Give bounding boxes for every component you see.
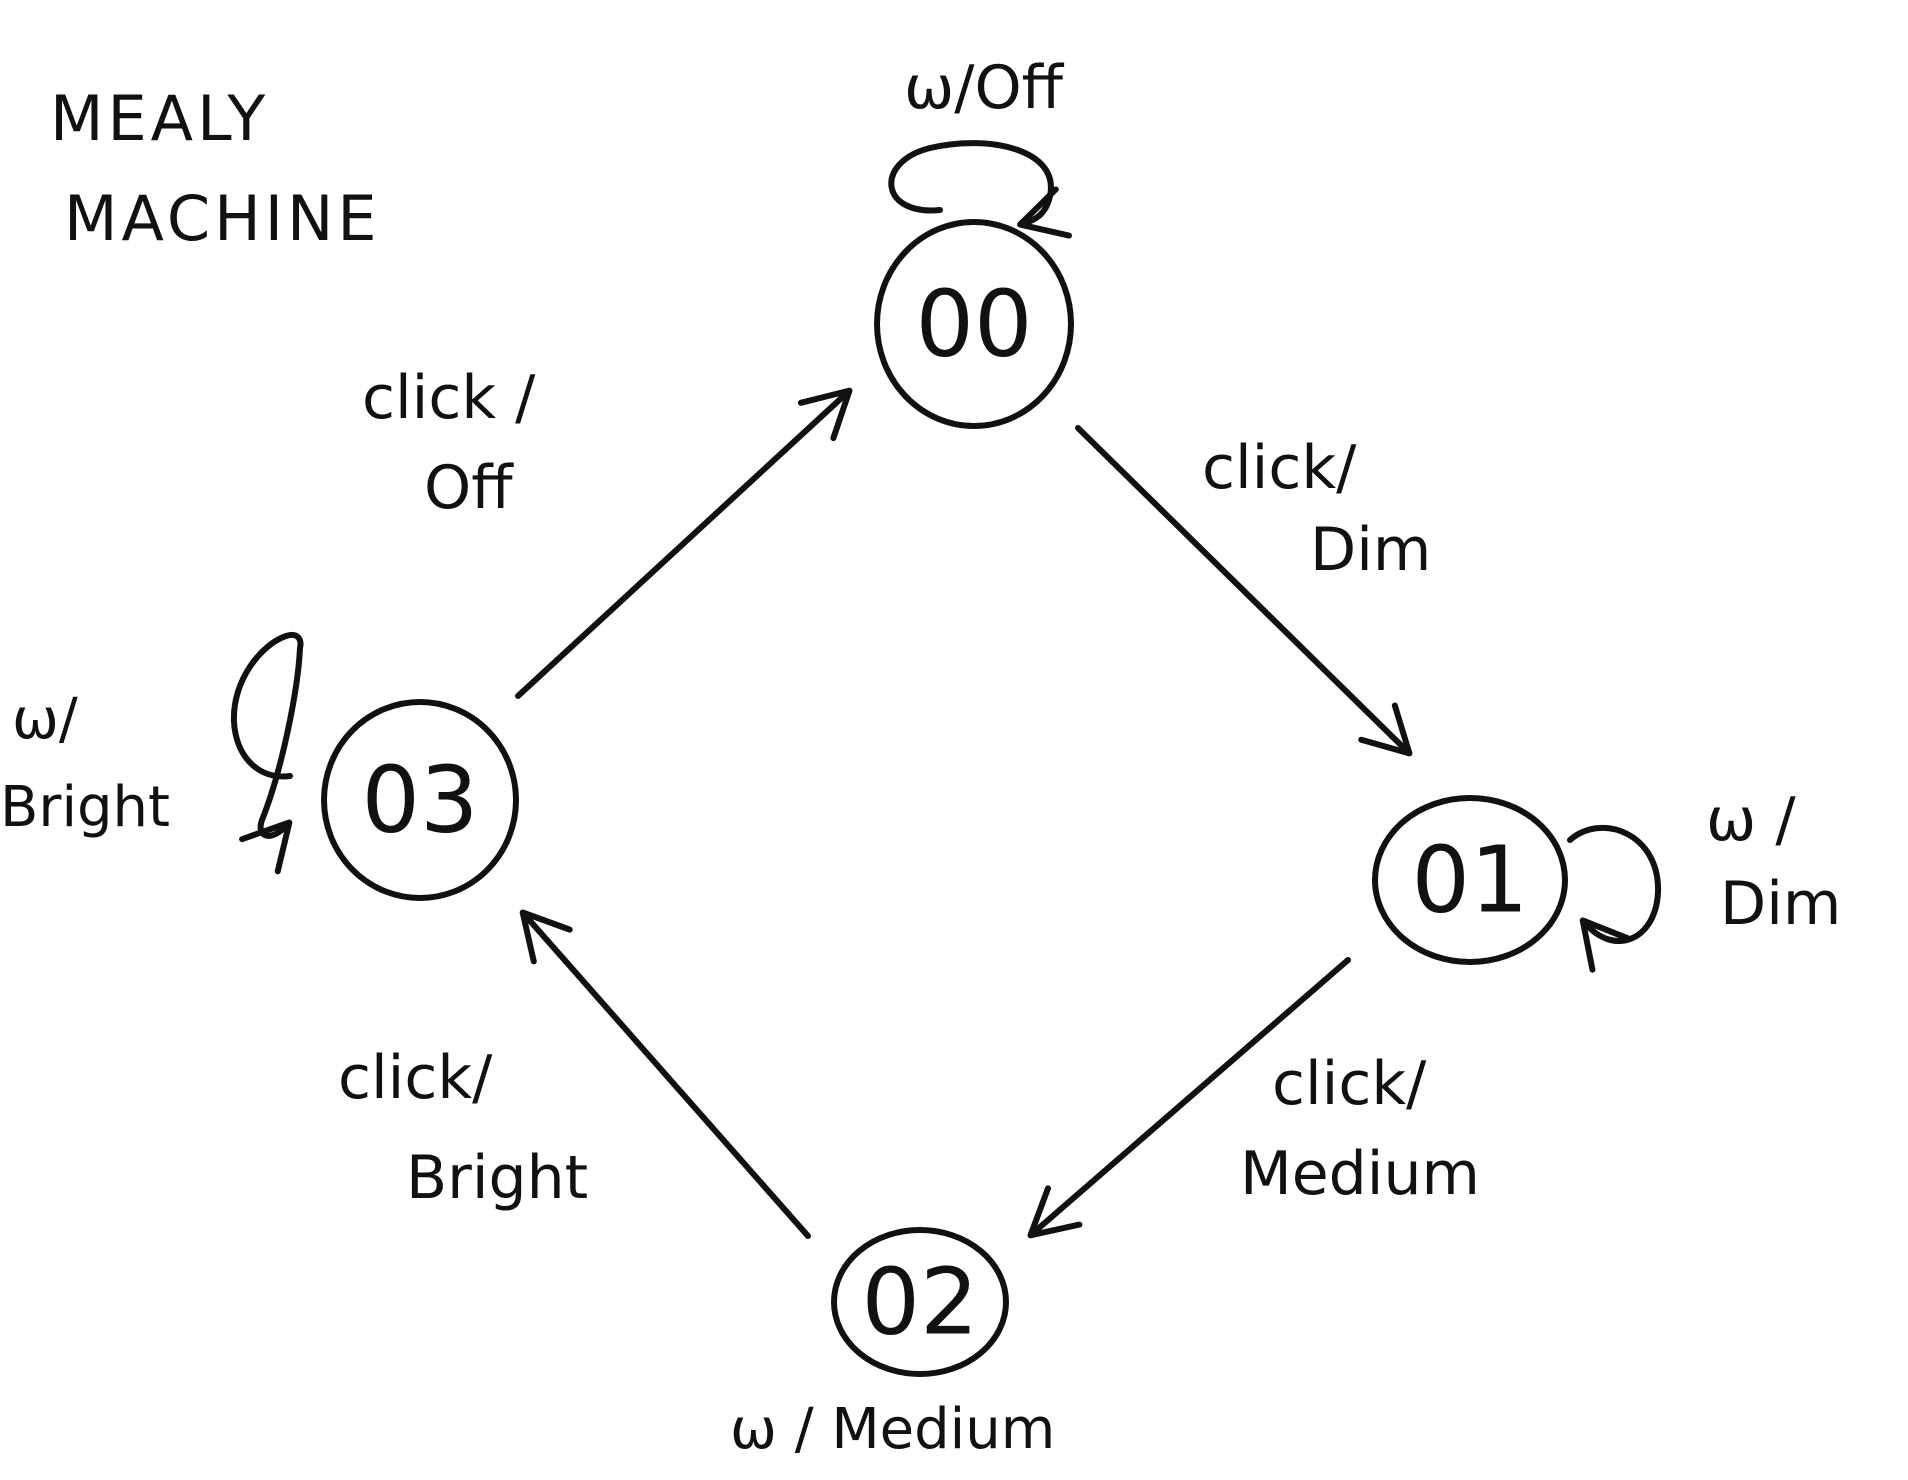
- label-00-01-line1: click/: [1202, 433, 1357, 503]
- label-03-00-line1: click /: [362, 363, 536, 433]
- loop-02-label: ω / Medium: [730, 1397, 1055, 1462]
- self-loop-01: [1567, 824, 1662, 973]
- label-01-02-line1: click/: [1272, 1049, 1427, 1119]
- loop-01-label-line1: ω /: [1706, 785, 1796, 855]
- transition-arrow-00-01: [1075, 425, 1413, 757]
- loop-03-label-line1: ω/: [12, 687, 78, 752]
- label-01-02-line2: Medium: [1240, 1139, 1480, 1209]
- loop-03-label-line2: Bright: [0, 775, 170, 840]
- self-loop-03: [230, 632, 304, 875]
- state-01: 01: [1372, 795, 1568, 965]
- state-02-label: 02: [861, 1249, 978, 1356]
- label-03-00-line2: Off: [424, 453, 514, 523]
- transition-arrow-01-02: [1027, 957, 1351, 1239]
- label-02-03-line2: Bright: [406, 1143, 588, 1213]
- state-01-label: 01: [1411, 827, 1528, 934]
- state-00: 00: [874, 219, 1074, 429]
- state-03: 03: [321, 699, 519, 901]
- loop-01-label-line2: Dim: [1720, 869, 1841, 939]
- self-loop-00: [888, 140, 1072, 239]
- diagram-title-line1: MEALY: [50, 82, 269, 155]
- state-02: 02: [831, 1227, 1009, 1377]
- state-00-label: 00: [915, 271, 1032, 378]
- state-03-label: 03: [361, 747, 478, 854]
- label-00-01-line2: Dim: [1310, 515, 1431, 585]
- diagram-title-line2: MACHINE: [64, 182, 381, 255]
- loop-00-label: ω/Off: [904, 53, 1065, 123]
- transition-arrow-03-00: [515, 387, 853, 699]
- label-02-03-line1: click/: [338, 1043, 493, 1113]
- transition-arrow-02-03: [519, 909, 811, 1239]
